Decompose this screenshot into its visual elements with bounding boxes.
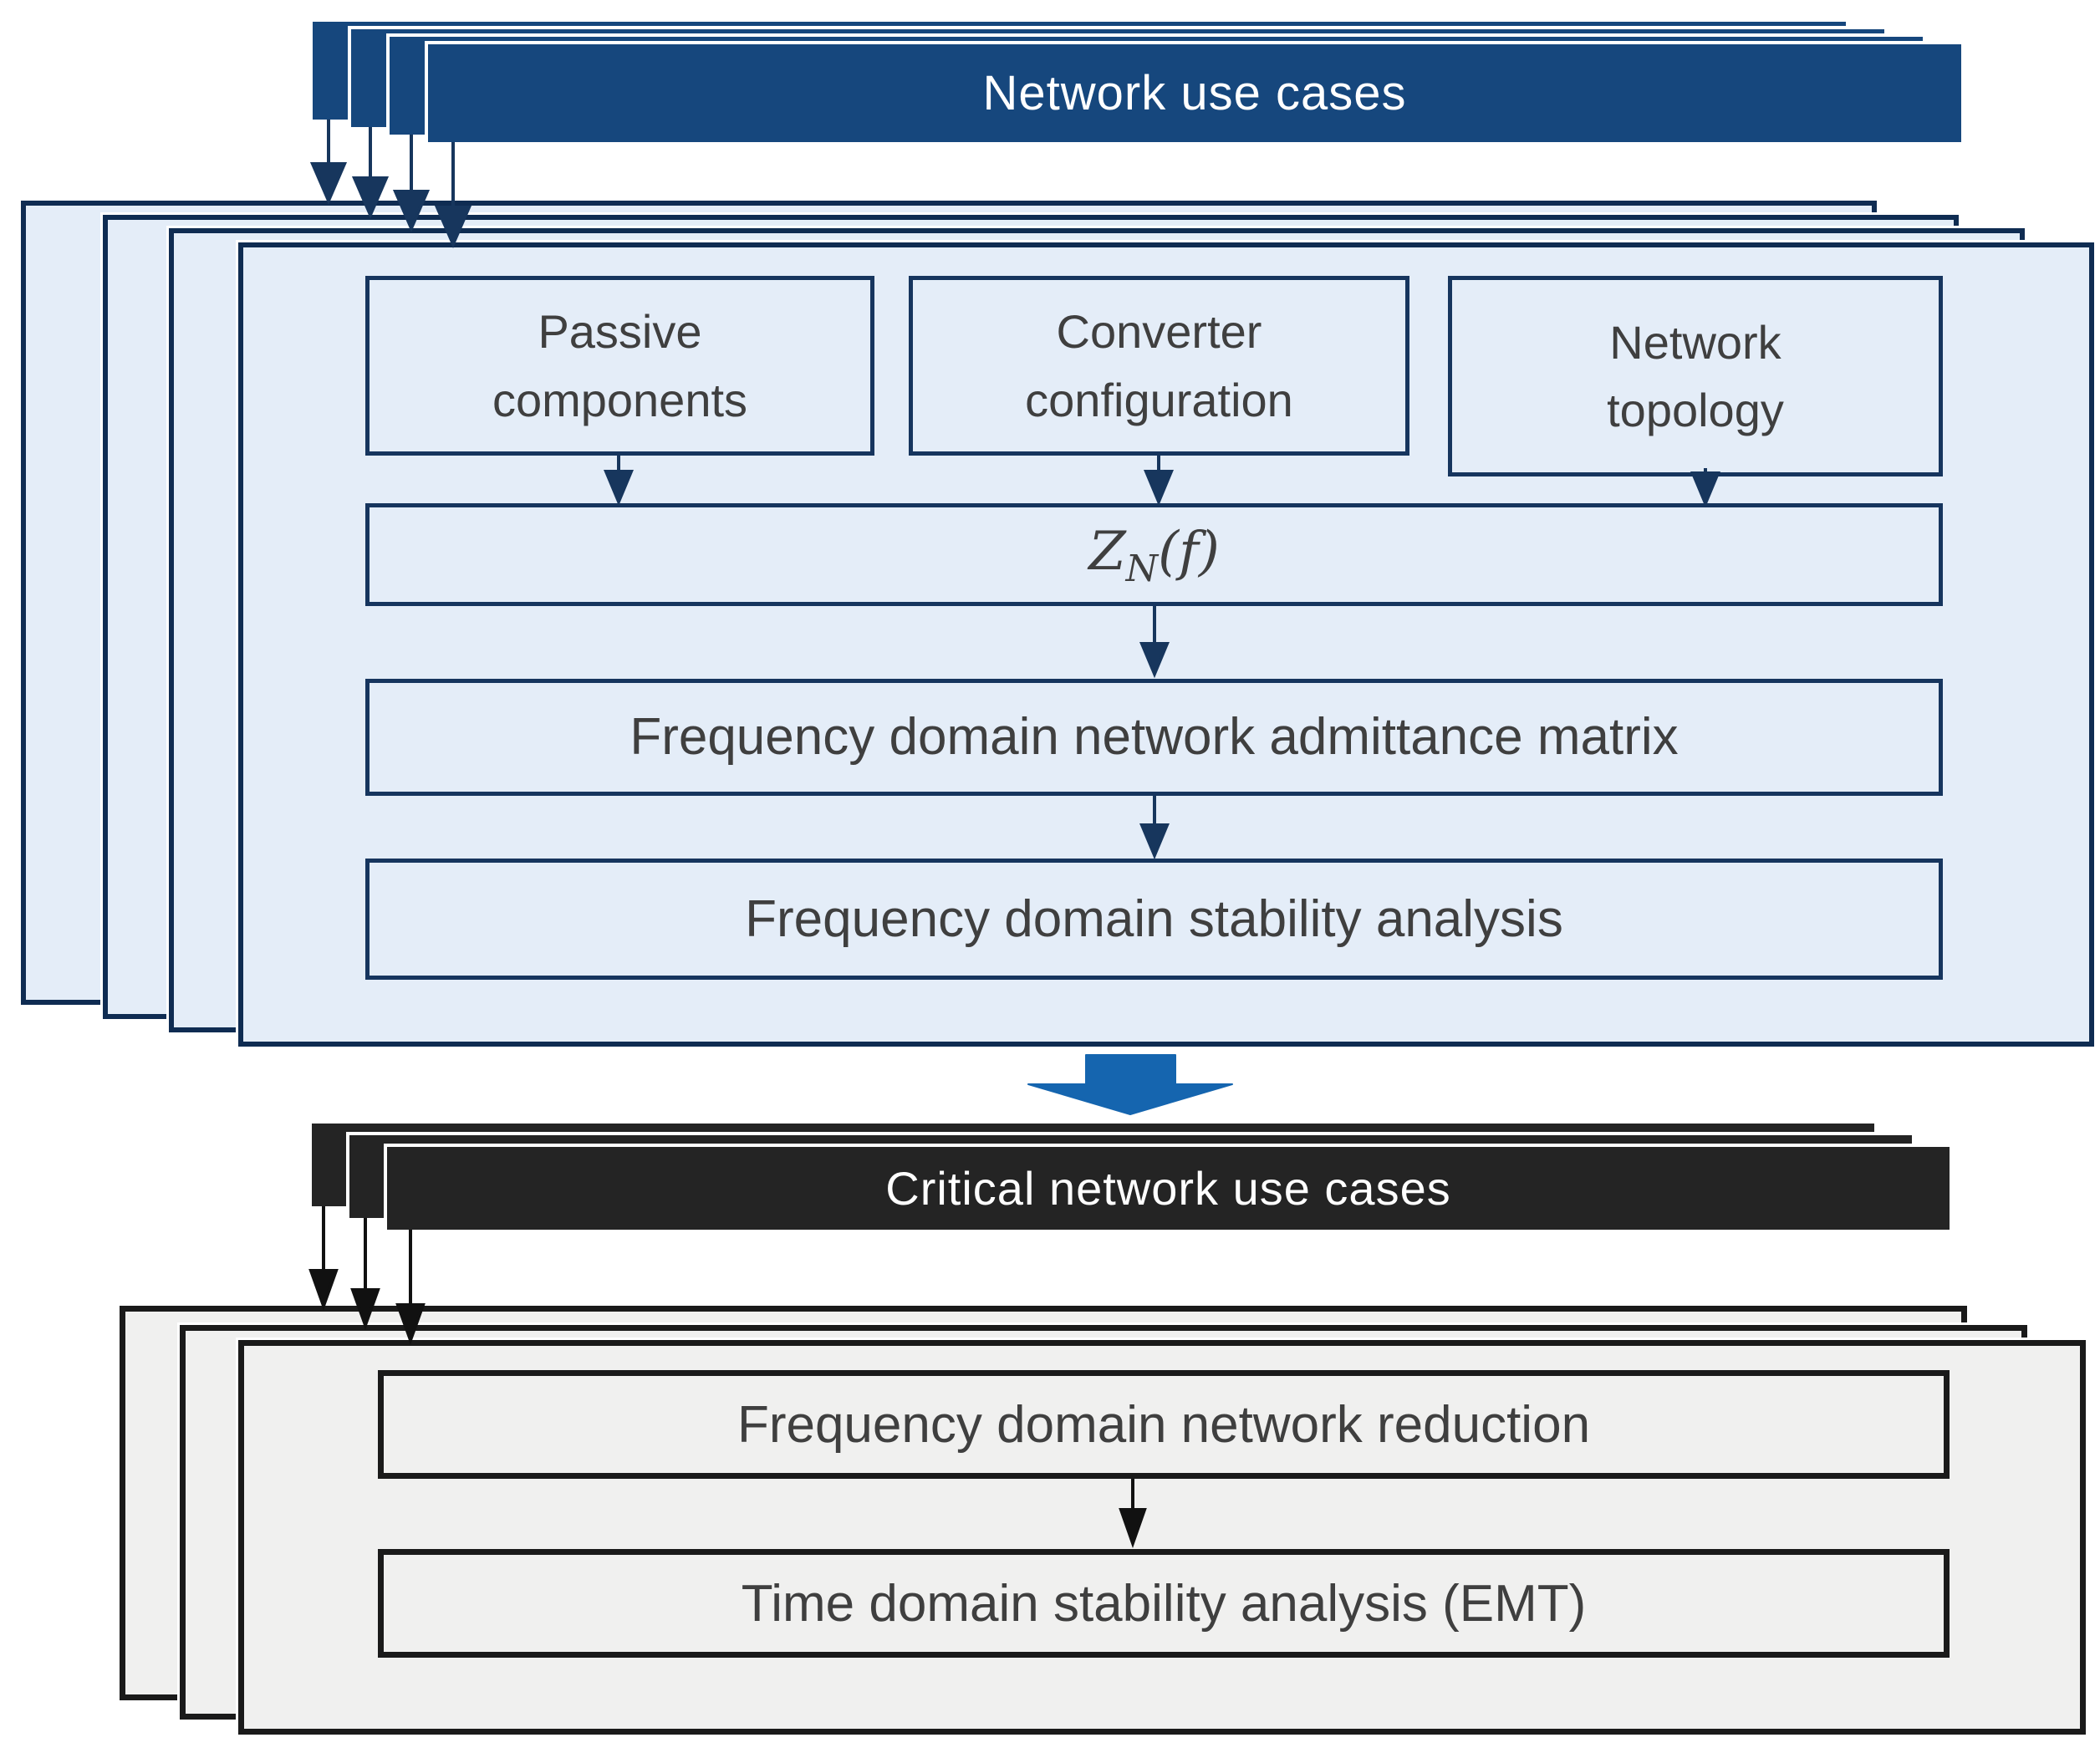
time-domain-stability-box: Time domain stability analysis (EMT) [378,1549,1950,1658]
critical-use-cases-banner: Critical network use cases [384,1144,1953,1233]
converter-configuration-label: Converter configuration [1025,305,1293,426]
network-impedance-box: ZN(f) [365,503,1943,606]
admittance-matrix-box: Frequency domain network admittance matr… [365,679,1943,796]
network-reduction-box: Frequency domain network reduction [378,1370,1950,1479]
network-reduction-label: Frequency domain network reduction [737,1395,1591,1454]
time-domain-stability-label: Time domain stability analysis (EMT) [741,1574,1587,1633]
passive-components-box: Passive components [365,276,874,456]
arrow-down-icon [309,162,348,206]
passive-components-label: Passive components [492,305,748,426]
frequency-stability-box: Frequency domain stability analysis [365,859,1943,980]
network-use-cases-label: Network use cases [982,66,1407,120]
critical-use-cases-label: Critical network use cases [885,1162,1451,1215]
network-impedance-label: ZN(f) [1088,521,1220,590]
network-topology-label: Network topology [1607,315,1784,436]
arrow-down-icon [308,1269,339,1311]
big-down-arrow-icon [1027,1054,1233,1115]
admittance-matrix-label: Frequency domain network admittance matr… [629,708,1679,767]
network-use-cases-banner: Network use cases [425,41,1965,145]
network-topology-box: Network topology [1448,276,1943,476]
converter-configuration-box: Converter configuration [909,276,1409,456]
frequency-stability-label: Frequency domain stability analysis [745,889,1563,948]
